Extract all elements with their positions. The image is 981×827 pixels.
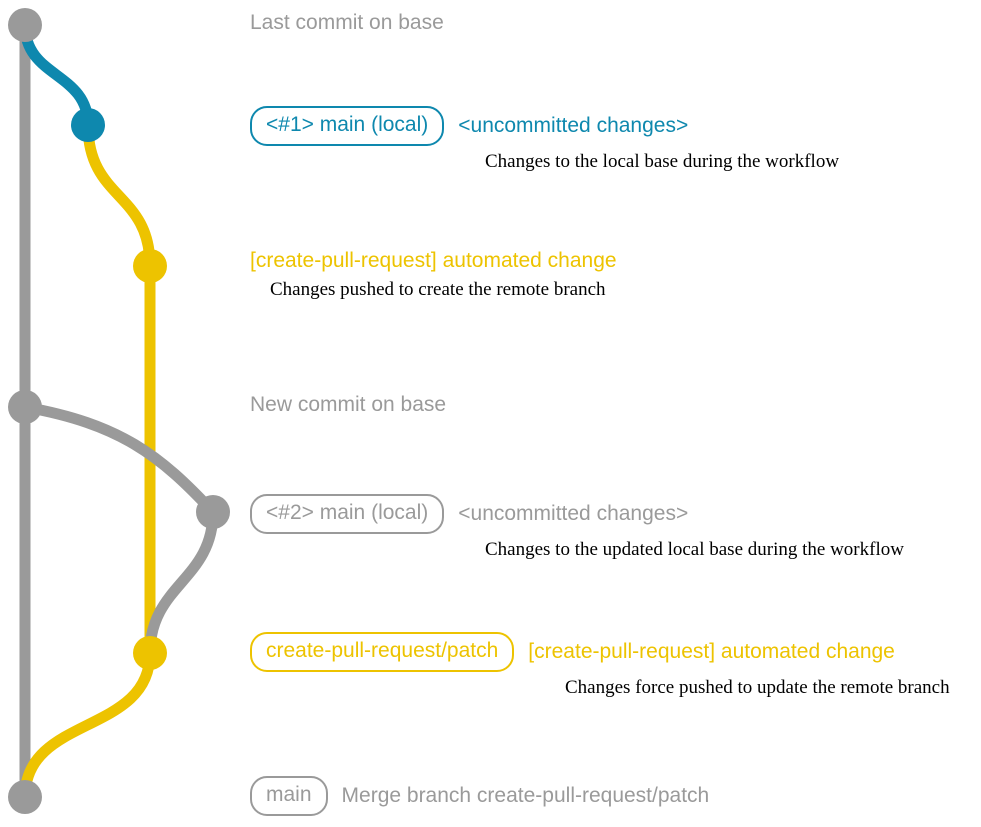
commit-note: Changes to the local base during the wor… [485,151,840,172]
commit-node-new-commit-on-base[interactable] [8,390,42,424]
commit-row-main-line: main Merge branch create-pull-request/pa… [250,776,709,816]
commit-note: Changes pushed to create the remote bran… [270,279,606,300]
commit-row-patch-1: [create-pull-request] automated change C… [250,248,617,302]
commit-message: Last commit on base [250,11,444,34]
branch-badge-main-local-2[interactable]: <#2> main (local) [250,494,445,534]
commit-node-last-commit-on-base[interactable] [8,8,42,42]
commit-row-main-line: <#1> main (local) <uncommitted changes> [250,106,688,146]
commit-node-patch-1[interactable] [133,249,167,283]
commit-row-new-commit-on-base: New commit on base [250,392,446,418]
commit-message: New commit on base [250,393,447,416]
commit-row-last-commit-on-base: Last commit on base [250,10,444,36]
commit-message: [create-pull-request] automated change [528,640,895,663]
branch-line-local-1 [19,19,94,131]
commit-node-merge[interactable] [8,780,42,814]
commit-row-patch-2: create-pull-request/patch [create-pull-r… [250,632,950,700]
commit-row-main-line: <#2> main (local) <uncommitted changes> [250,494,688,534]
branch-badge-main-local-1[interactable]: <#1> main (local) [250,106,445,146]
commit-row-local-1: <#1> main (local) <uncommitted changes> … [250,106,839,174]
branch-line-patch-merge [19,647,156,803]
commit-row-merge: main Merge branch create-pull-request/pa… [250,776,709,816]
commit-note: Changes to the updated local base during… [485,539,904,560]
commit-node-local-2[interactable] [196,495,230,529]
branch-line-patch-create [82,119,156,272]
commit-message: Merge branch create-pull-request/patch [341,784,710,807]
branch-line-local-2-to-patch [144,506,219,659]
commit-row-main-line: [create-pull-request] automated change [250,248,617,274]
commit-row-main-line: Last commit on base [250,10,444,36]
commit-node-patch-2[interactable] [133,636,167,670]
commit-message: <uncommitted changes> [458,114,689,137]
branch-line-local-2-fork [19,401,219,518]
branch-badge-create-pull-request-patch[interactable]: create-pull-request/patch [250,632,515,672]
commit-row-local-2: <#2> main (local) <uncommitted changes> … [250,494,904,562]
commit-message: <uncommitted changes> [458,502,689,525]
branch-badge-main[interactable]: main [250,776,328,816]
commit-row-main-line: New commit on base [250,392,446,418]
commit-node-local-1[interactable] [71,108,105,142]
commit-message: [create-pull-request] automated change [250,249,617,272]
commit-row-main-line: create-pull-request/patch [create-pull-r… [250,632,895,672]
commit-note: Changes force pushed to update the remot… [565,677,950,698]
